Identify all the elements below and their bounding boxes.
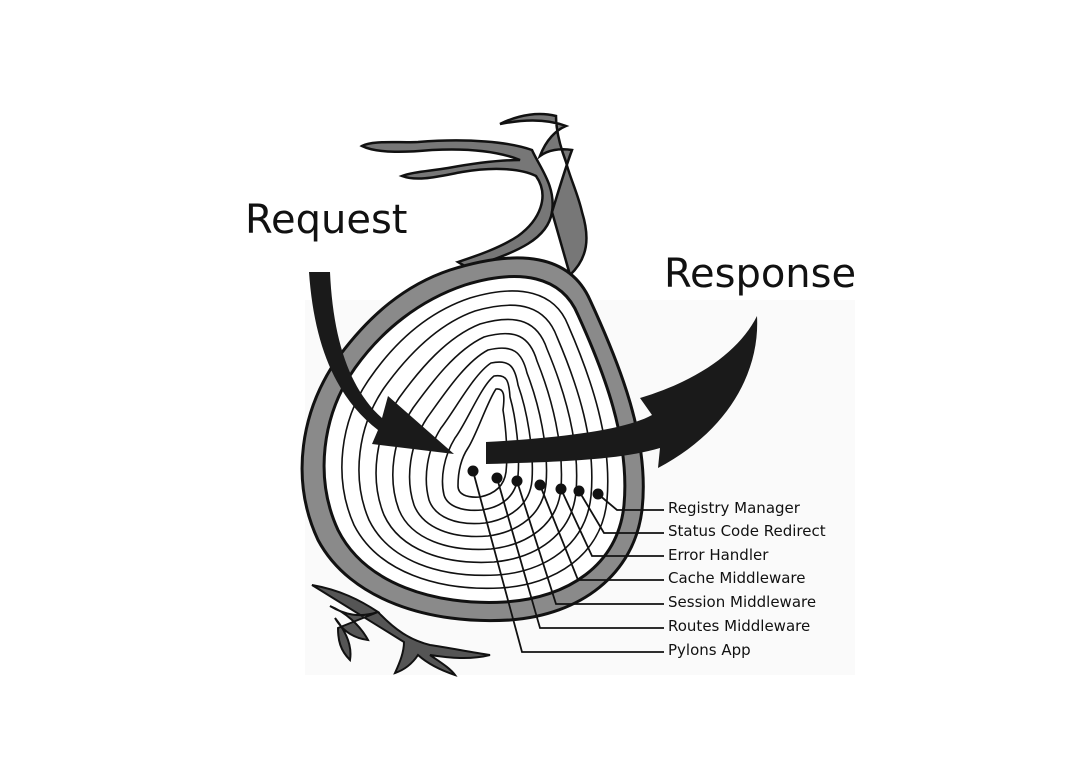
layer-label: Registry Manager [668, 499, 801, 517]
layer-label: Routes Middleware [668, 617, 810, 635]
request-label: Request [245, 197, 407, 243]
layer-label: Pylons App [668, 641, 751, 659]
layer-label: Cache Middleware [668, 569, 806, 587]
layer-label: Session Middleware [668, 593, 816, 611]
onion-sprout [362, 114, 586, 275]
layer-label: Status Code Redirect [668, 522, 826, 540]
layer-label: Error Handler [668, 546, 769, 564]
response-label: Response [664, 251, 856, 297]
